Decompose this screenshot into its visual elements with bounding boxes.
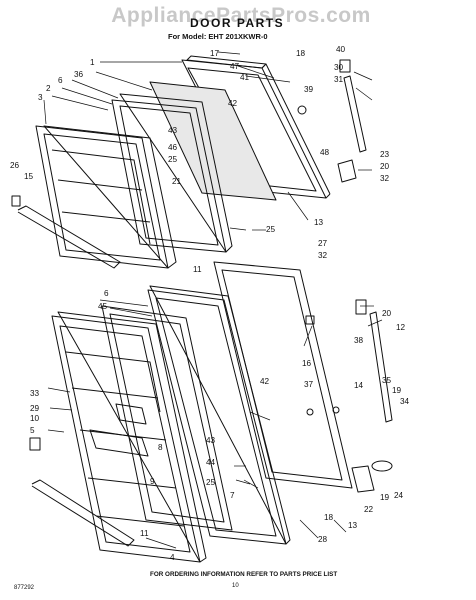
callout-29: 29: [30, 404, 40, 413]
callout-15: 15: [24, 172, 34, 181]
callout-14: 14: [354, 381, 364, 390]
fresh-food-outer-panel: [147, 285, 291, 545]
callout-41: 41: [240, 73, 250, 82]
callout-22: 22: [364, 505, 374, 514]
callout-30: 30: [334, 63, 344, 72]
callout-4: 4: [170, 553, 175, 562]
callout-13b: 13: [348, 521, 358, 530]
handle-parts: [305, 315, 393, 493]
freezer-shelf-bar: [11, 195, 121, 269]
callout-19: 19: [392, 386, 402, 395]
callout-28: 28: [318, 535, 328, 544]
callout-20b: 20: [382, 309, 392, 318]
callout-6b: 6: [104, 289, 109, 298]
callout-24: 24: [394, 491, 404, 500]
callout-37: 37: [304, 380, 314, 389]
callout-18: 18: [296, 49, 306, 58]
freezer-insulation: [149, 81, 277, 201]
callout-11: 11: [193, 265, 202, 274]
callout-10: 10: [30, 414, 40, 423]
callout-42b: 42: [260, 377, 270, 386]
fresh-food-door-liner: [51, 311, 207, 563]
callout-31: 31: [334, 75, 344, 84]
callout-26: 26: [10, 161, 20, 170]
callout-38: 38: [354, 336, 364, 345]
callout-20: 20: [380, 162, 390, 171]
callout-25: 25: [168, 155, 178, 164]
callout-27: 27: [318, 239, 328, 248]
fresh-food-gasket: [213, 261, 353, 489]
callout-48: 48: [320, 148, 330, 157]
callout-12: 12: [396, 323, 406, 332]
freezer-door-liner: [35, 125, 177, 269]
callout-43: 43: [168, 126, 178, 135]
callout-35: 35: [382, 376, 392, 385]
callout-46: 46: [168, 143, 178, 152]
callout-5: 5: [30, 426, 35, 435]
fresh-food-liner: [101, 305, 233, 531]
callout-16: 16: [302, 359, 312, 368]
callout-33: 33: [30, 389, 40, 398]
ordering-footer: FOR ORDERING INFORMATION REFER TO PARTS …: [150, 571, 338, 578]
callout-42: 42: [228, 99, 238, 108]
callout-39: 39: [304, 85, 314, 94]
callout-19b: 19: [380, 493, 390, 502]
callout-43b: 43: [206, 436, 216, 445]
callout-18b: 18: [324, 513, 334, 522]
callout-23: 23: [380, 150, 390, 159]
callout-45: 45: [98, 302, 108, 311]
freezer-liner: [111, 93, 233, 253]
callout-40: 40: [336, 45, 346, 54]
callout-32: 32: [380, 174, 390, 183]
callout-21: 21: [172, 177, 182, 186]
callout-36: 36: [74, 70, 84, 79]
diagram-title: DOOR PARTS: [190, 16, 285, 30]
callout-32b: 32: [318, 251, 328, 260]
upper-hinge-bar: [297, 59, 367, 183]
watermark: AppliancePartsPros.com: [111, 4, 371, 27]
callout-47: 47: [230, 62, 240, 71]
model-line: For Model: EHT 201XKWR-0: [168, 32, 268, 41]
lower-hinge-bar: [355, 299, 393, 423]
callout-25c: 25: [206, 478, 216, 487]
callout-13: 13: [314, 218, 324, 227]
callout-9: 9: [150, 477, 155, 486]
callout-1: 1: [90, 58, 95, 67]
callout-8: 8: [158, 443, 163, 452]
callout-6: 6: [58, 76, 63, 85]
fresh-food-shelf-bar: [29, 437, 135, 547]
figure-code: 877292: [14, 585, 35, 591]
callout-44: 44: [206, 458, 216, 467]
callout-34: 34: [400, 397, 410, 406]
callout-11b: 11: [140, 529, 149, 538]
callout-25b: 25: [266, 225, 276, 234]
callout-2: 2: [46, 84, 51, 93]
page-number: 10: [232, 583, 239, 589]
callout-17: 17: [210, 49, 220, 58]
callout-3: 3: [38, 93, 43, 102]
callout-7: 7: [230, 491, 235, 500]
